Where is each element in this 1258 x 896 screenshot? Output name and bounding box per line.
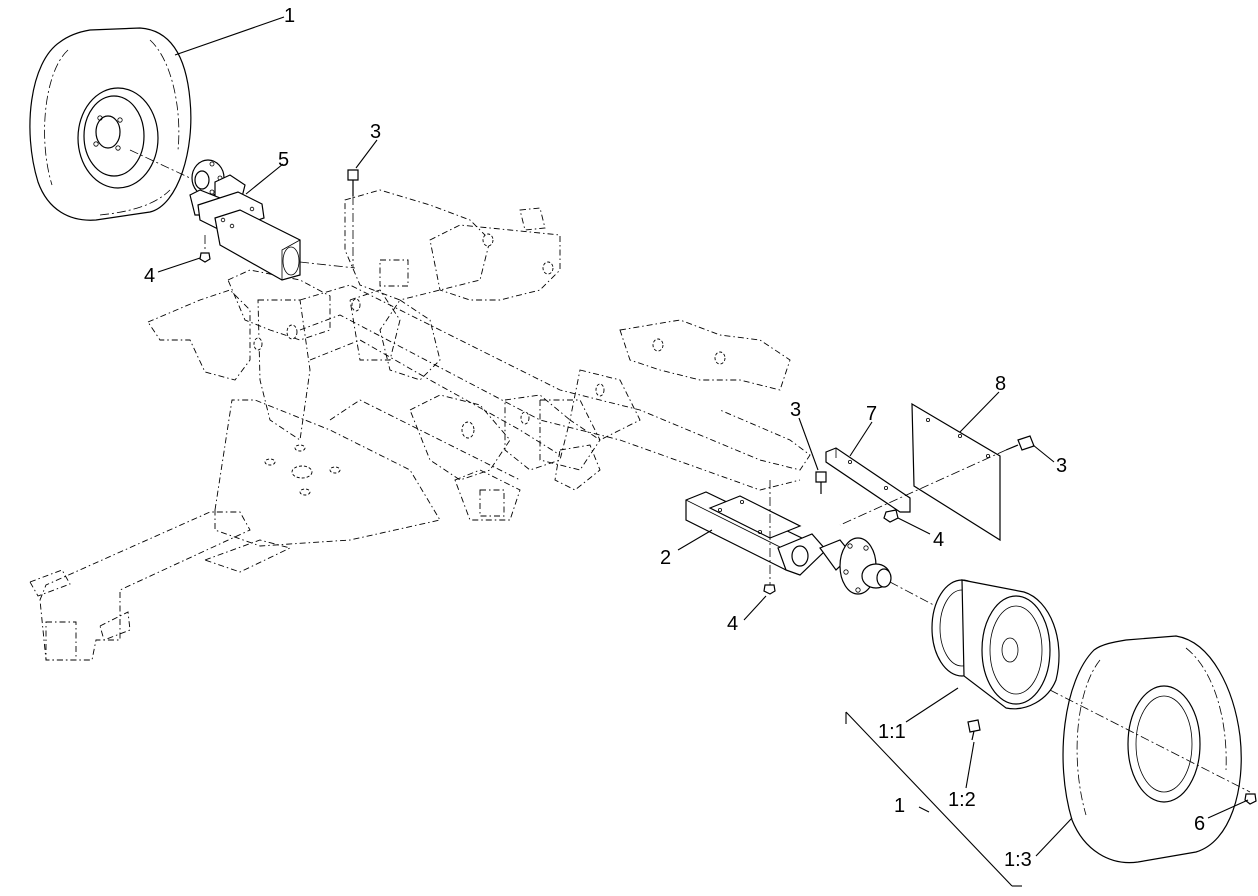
left-wheel-assembly (29, 27, 192, 221)
callout-8: 8 (995, 373, 1006, 395)
callout-1-bottom: 1 (894, 795, 905, 817)
right-tire-axis-line (1049, 689, 1251, 793)
callout-4-right: 4 (933, 529, 944, 551)
callout-1-2: 1:2 (948, 789, 976, 811)
right-bolt (1005, 435, 1035, 451)
leader-lines (157, 16, 1249, 887)
right-rim (931, 579, 1060, 710)
left-hub-axle (189, 159, 301, 281)
callout-4-left: 4 (144, 265, 155, 287)
main-frame (29, 189, 811, 661)
right-locknut (883, 509, 899, 523)
right-axle (685, 491, 827, 576)
right-hub (819, 537, 892, 595)
callout-6: 6 (1194, 813, 1205, 835)
valve-stem (967, 719, 981, 741)
bracket-seven (825, 447, 911, 513)
right-tire (1062, 635, 1242, 864)
callout-3-top: 3 (370, 121, 381, 143)
callout-labels: 1 3 5 4 8 3 7 3 4 2 4 1:1 1 1:2 1:3 6 (144, 5, 1205, 871)
left-locknut (199, 252, 211, 263)
callout-5: 5 (278, 149, 289, 171)
lug-nut (1244, 793, 1257, 805)
callout-3-mid: 3 (790, 399, 801, 421)
callout-2: 2 (660, 547, 671, 569)
top-bolt (347, 169, 359, 196)
left-axle-align-line (299, 261, 356, 269)
low-locknut (763, 584, 776, 595)
plate-eight (911, 402, 1001, 542)
callout-3-right: 3 (1056, 455, 1067, 477)
right-bolt-line (839, 449, 1007, 526)
callout-7: 7 (866, 403, 877, 425)
callout-4-low: 4 (727, 613, 738, 635)
callout-1-1: 1:1 (878, 721, 906, 743)
mid-bolt (815, 471, 827, 494)
callout-1-3: 1:3 (1004, 849, 1032, 871)
callout-1-top: 1 (284, 5, 295, 27)
